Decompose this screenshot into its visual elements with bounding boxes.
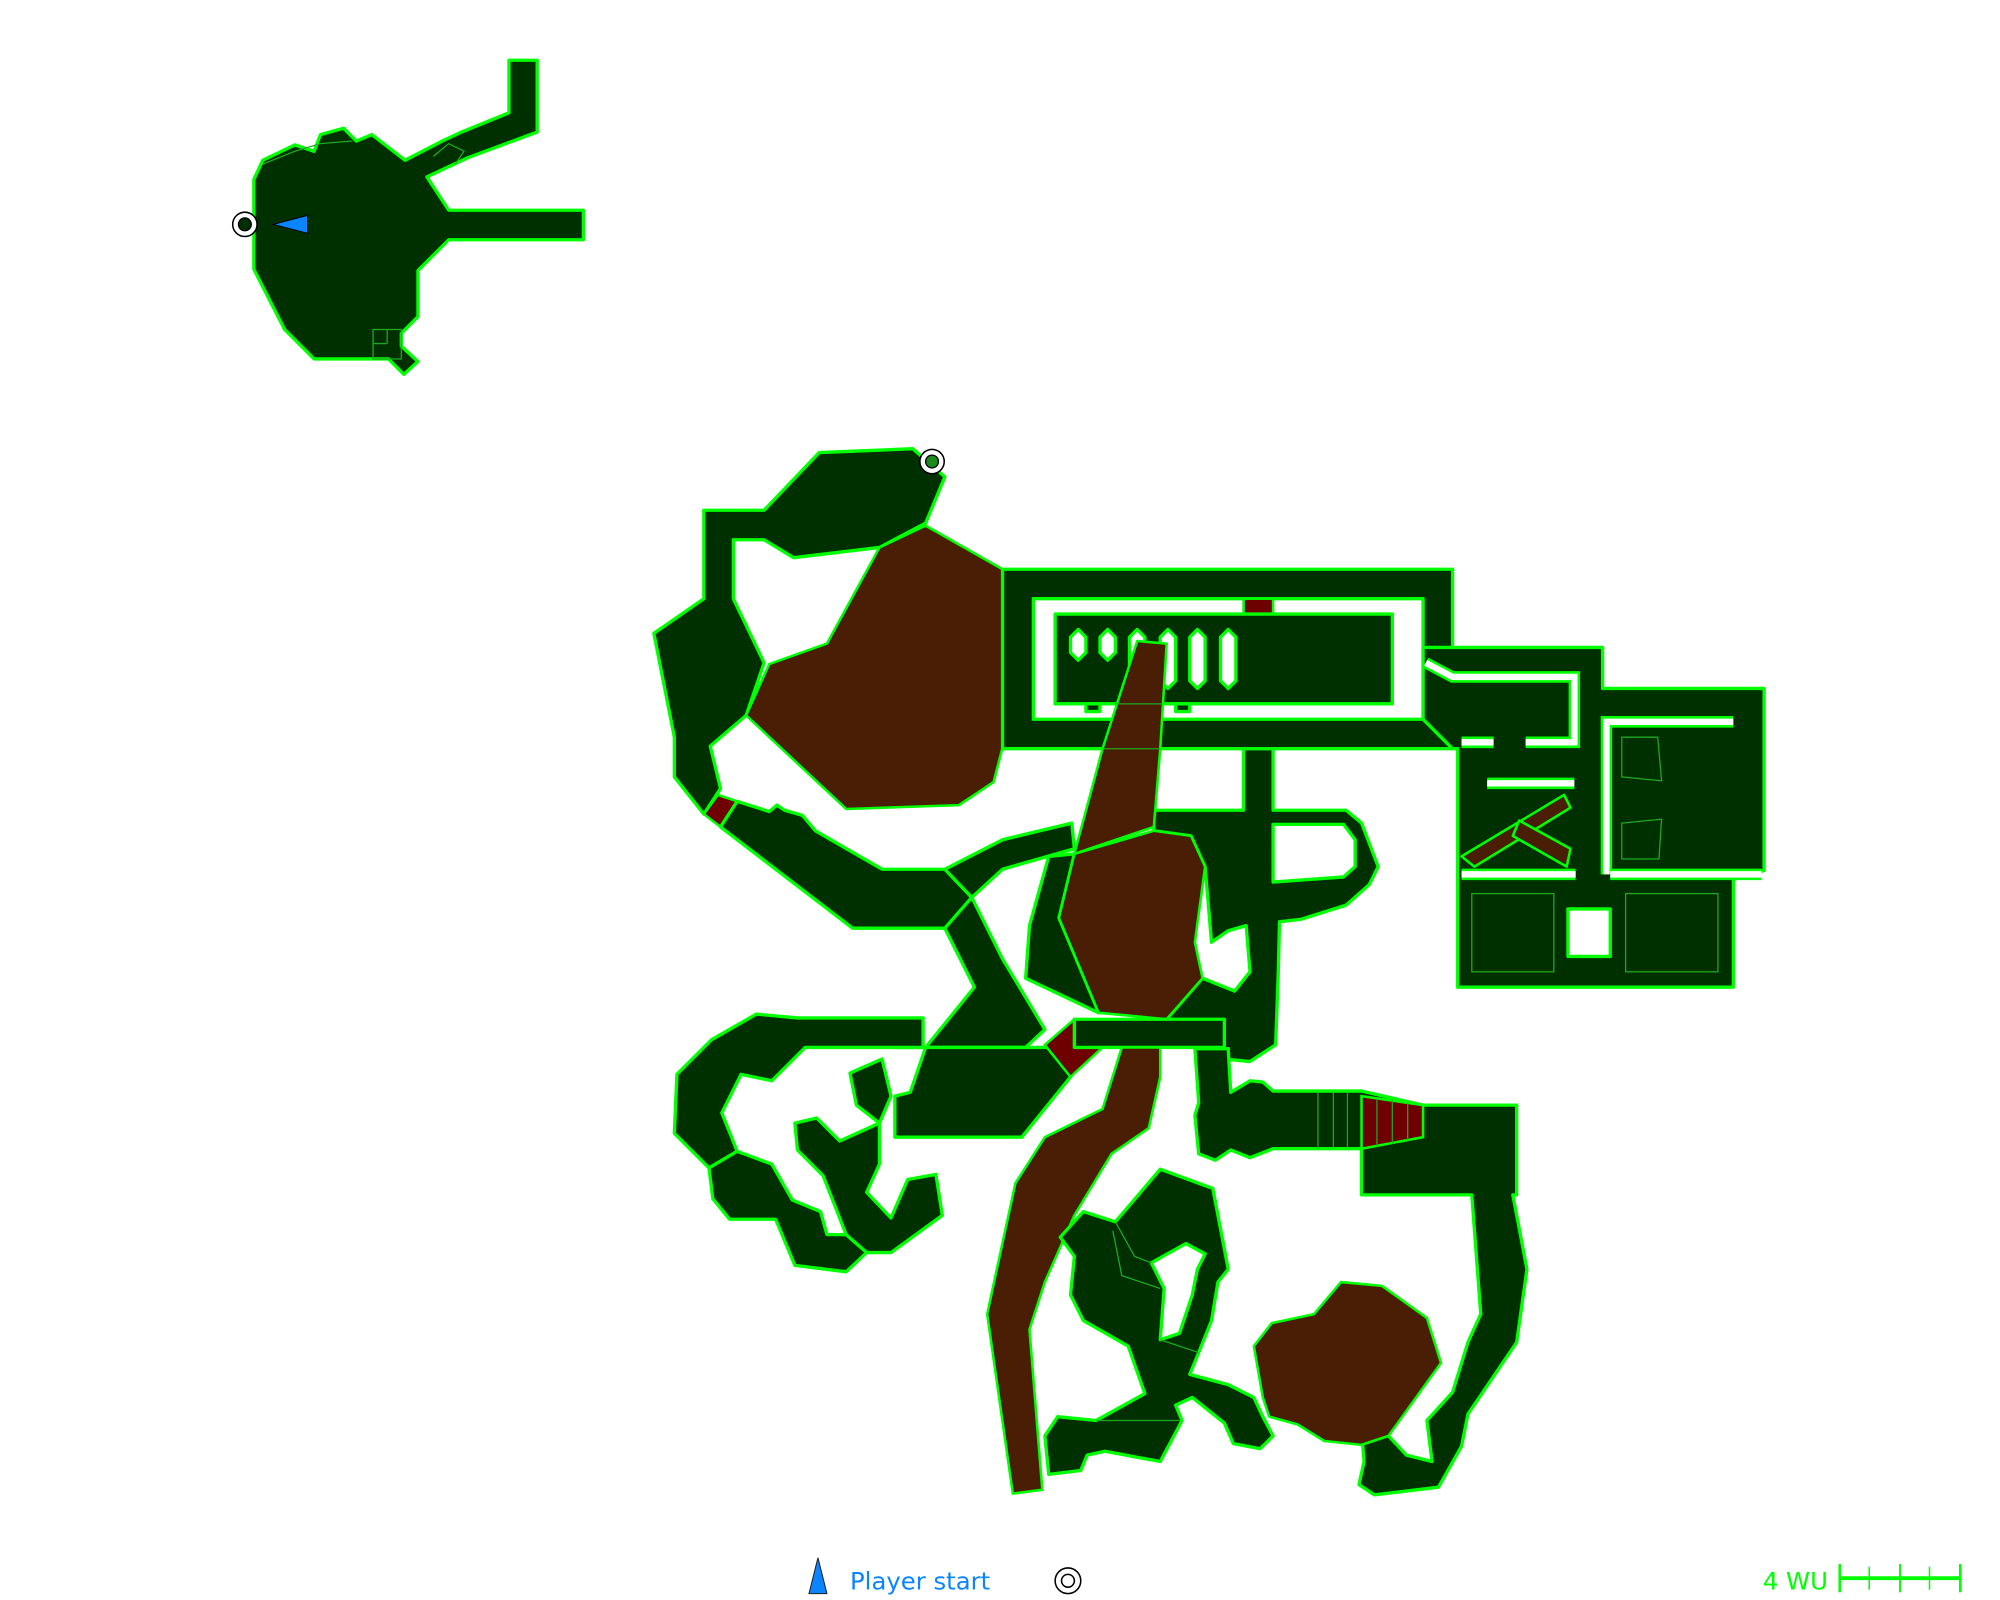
target-marker[interactable]	[919, 448, 945, 475]
cave-pocket	[1149, 1241, 1207, 1342]
floor-subdivision	[1112, 1230, 1161, 1290]
spiral-floor	[793, 1116, 944, 1255]
player-arrow-icon[interactable]	[271, 214, 309, 234]
west-corridor-floor	[923, 895, 1047, 1050]
area-upper-left	[252, 58, 586, 377]
scale-label: 4 WU	[1763, 1567, 1828, 1596]
lava-river	[985, 1046, 1162, 1495]
floor-subdivision	[1621, 818, 1663, 860]
floor-subdivision	[1160, 1339, 1199, 1354]
pillar	[1068, 627, 1088, 662]
area-upper-left-floor	[252, 58, 586, 377]
hazard-doorway	[1242, 597, 1275, 616]
scale-ruler	[1838, 1564, 1962, 1593]
spiral-floor	[672, 1012, 925, 1170]
floor-subdivision	[432, 142, 466, 165]
target-marker[interactable]	[231, 211, 258, 238]
loop-corridor-floor	[1152, 747, 1380, 1064]
legend-player-start-label: Player start	[850, 1567, 990, 1596]
west-room-floor	[893, 1045, 1073, 1139]
inner-hall-tab	[1084, 702, 1102, 714]
pillar	[1188, 627, 1207, 691]
south-cave-floor	[1043, 1167, 1275, 1477]
area-central	[652, 447, 1766, 1497]
floor-subdivision	[1625, 892, 1719, 973]
pillar	[1218, 627, 1238, 691]
wall-gap	[1603, 718, 1734, 875]
floor-subdivision	[1621, 736, 1663, 782]
target-icon	[1054, 1567, 1082, 1595]
lava-ramp	[1511, 819, 1572, 868]
junction-floor	[1072, 1017, 1227, 1050]
inner-hall-tab	[1173, 702, 1192, 714]
wall-gap	[1424, 659, 1578, 746]
target-icon-core	[925, 454, 940, 469]
pillar	[1098, 627, 1118, 662]
floor-subdivision	[1114, 1221, 1152, 1264]
legend: Player start	[808, 1557, 1082, 1596]
spiral-floor	[848, 1057, 893, 1125]
target-icon-core	[237, 217, 252, 232]
west-corridor-floor	[718, 799, 974, 930]
floor-subdivision	[262, 140, 353, 165]
player-arrow-icon	[808, 1557, 828, 1595]
floor-subdivision	[1471, 892, 1555, 973]
courtyard-opening	[1566, 907, 1612, 959]
lava-basin	[1057, 829, 1207, 1021]
east-wing-floor	[1421, 645, 1766, 989]
lava-cave-floor	[744, 524, 1004, 811]
scale-bar: 4 WU	[1763, 1564, 1962, 1596]
lava-pool	[1252, 1280, 1443, 1447]
east-passage-floor	[1193, 1047, 1529, 1497]
